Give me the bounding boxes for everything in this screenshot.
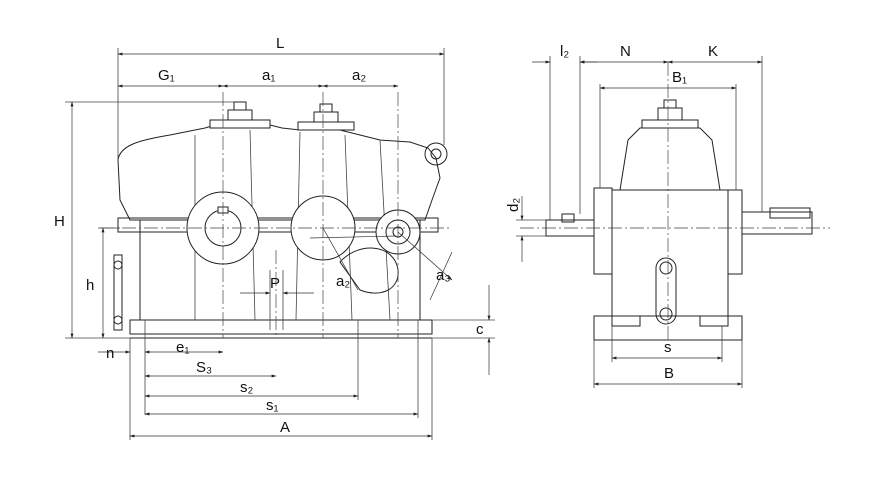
front-view [65,48,495,440]
side-bolt [657,107,683,121]
oil-gauge-top [113,260,123,270]
cover-plate-1 [209,119,271,129]
split-flange [117,217,439,233]
label-d2: d₂ [505,198,522,212]
label-S3: S₃ [196,359,212,376]
side-view [516,56,830,388]
lifting-eye [424,142,448,166]
oil-gauge-bottom [113,315,123,325]
label-a1-top: a₁ [262,67,275,84]
side-body [611,189,729,317]
side-gauge-bottom [659,307,673,321]
side-gauge-top [659,261,673,275]
label-a2-top: a₂ [352,67,366,84]
dim-a2-diag-base [309,235,397,239]
side-shaft-right [741,211,813,235]
cover-plate-2 [297,121,355,131]
label-n: n [106,345,114,362]
bolt-cap-2 [319,103,333,113]
label-a2-diag: a₂ [336,273,350,290]
bolt-head-1 [227,109,253,121]
side-key-right [769,207,811,219]
oil-gauge [113,254,123,331]
label-e1: e₁ [176,339,189,356]
label-A: A [280,419,290,436]
label-s2: s₂ [240,379,254,396]
label-s1: s₁ [266,397,279,414]
bolt-head-2 [313,111,339,123]
side-key-left [561,213,575,223]
side-top-cover [619,127,721,191]
label-s: s [664,339,672,356]
label-l2: l₂ [560,43,569,60]
label-L: L [276,35,284,52]
label-B: B [664,365,674,382]
side-bolt-cap [663,99,677,109]
lifting-eye-hole [430,148,442,160]
label-P: P [270,275,280,292]
label-H: H [54,213,65,230]
side-labels: l₂ N K B₁ d₂ s B [505,43,718,382]
base-flange [129,319,433,335]
dim-a2-diag [322,227,359,291]
label-K: K [708,43,718,60]
label-h: h [86,277,94,294]
label-a3-diag: a₃ [436,267,450,284]
label-N: N [620,43,631,60]
side-oil-gauge [655,257,677,325]
side-cover-plate [641,119,699,129]
side-flange-left [593,187,613,275]
dim-a3-ext [429,251,453,301]
housing-cover [117,124,441,221]
label-G1: G₁ [158,67,175,84]
bolt-cap-1 [233,101,247,111]
label-c: c [476,321,484,338]
front-labels: L G₁ a₁ a₂ H h P a₂ a₃ c n e₁ S₃ s₂ s₁ A [54,35,484,436]
label-B1: B₁ [672,69,687,86]
side-flange-right [727,189,743,275]
